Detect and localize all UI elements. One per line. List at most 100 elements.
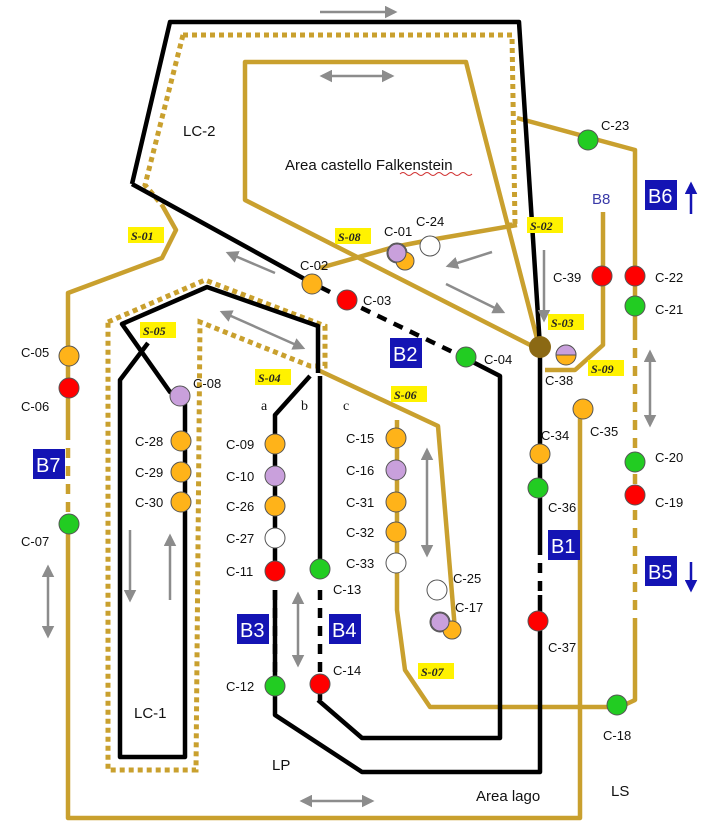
label-c39: C-39 bbox=[553, 270, 581, 285]
signal-s06: S-06 bbox=[391, 386, 427, 402]
circuit-c33[interactable] bbox=[385, 552, 407, 574]
circuit-c23[interactable] bbox=[577, 129, 599, 151]
signal-s04: S-04 bbox=[255, 369, 291, 385]
track-label-b: b bbox=[301, 399, 308, 414]
circuit-c25[interactable] bbox=[426, 579, 448, 601]
label-c07: C-07 bbox=[21, 534, 49, 549]
circuit-c16[interactable] bbox=[385, 459, 407, 481]
circuit-c26[interactable] bbox=[264, 495, 286, 517]
svg-text:S-06: S-06 bbox=[394, 388, 417, 402]
track-lc1 bbox=[117, 284, 321, 760]
circuit-c05[interactable] bbox=[58, 345, 80, 367]
svg-text:S-05: S-05 bbox=[143, 324, 166, 338]
circuit-c02[interactable] bbox=[301, 273, 323, 295]
circuit-overlays bbox=[387, 243, 462, 640]
circuit-c37[interactable] bbox=[527, 610, 549, 632]
circuit-c32[interactable] bbox=[385, 521, 407, 543]
track-s08-branch bbox=[319, 222, 518, 271]
svg-text:B6: B6 bbox=[648, 186, 672, 208]
label-c12: C-12 bbox=[226, 679, 254, 694]
svg-text:S-02: S-02 bbox=[530, 219, 553, 233]
circuit-c12[interactable] bbox=[264, 675, 286, 697]
block-b6: B6 bbox=[645, 180, 677, 210]
label-c01: C-01 bbox=[384, 224, 412, 239]
label-c08: C-08 bbox=[193, 376, 221, 391]
circuit-c09[interactable] bbox=[264, 433, 286, 455]
label-c03: C-03 bbox=[363, 293, 391, 308]
area-lc2: LC-2 bbox=[183, 123, 216, 140]
circuit-c24[interactable] bbox=[419, 235, 441, 257]
svg-text:B1: B1 bbox=[551, 536, 575, 558]
label-c21: C-21 bbox=[655, 302, 683, 317]
label-c29: C-29 bbox=[135, 465, 163, 480]
track-circuits bbox=[58, 129, 646, 716]
area-ls: LS bbox=[611, 783, 629, 800]
label-c16: C-16 bbox=[346, 463, 374, 478]
lc2-dotted-boundary bbox=[183, 32, 518, 228]
circuit-c21[interactable] bbox=[624, 295, 646, 317]
signal-labels: S-01 S-02 S-03 S-04 S-05 S-06 S-07 S-08 … bbox=[128, 217, 624, 679]
svg-text:B5: B5 bbox=[648, 562, 672, 584]
track-outer-bottom bbox=[65, 405, 583, 821]
secondary-tracks bbox=[65, 59, 638, 821]
circuit-c28[interactable] bbox=[170, 430, 192, 452]
signal-s02: S-02 bbox=[527, 217, 563, 233]
label-c23: C-23 bbox=[601, 118, 629, 133]
track-b2-dashed bbox=[344, 297, 464, 360]
signal-s09: S-09 bbox=[588, 360, 624, 376]
label-c15: C-15 bbox=[346, 431, 374, 446]
circuit-c03[interactable] bbox=[336, 289, 358, 311]
arrow-lc2-left bbox=[225, 251, 276, 275]
label-c38: C-38 bbox=[545, 373, 573, 388]
svg-text:S-04: S-04 bbox=[258, 371, 281, 385]
track-b8-branch bbox=[545, 212, 606, 373]
label-c25: C-25 bbox=[453, 571, 481, 586]
circuit-c10[interactable] bbox=[264, 465, 286, 487]
circuit-c14[interactable] bbox=[309, 673, 331, 695]
circuit-c04[interactable] bbox=[455, 346, 477, 368]
circuit-c30[interactable] bbox=[170, 491, 192, 513]
circuit-c36[interactable] bbox=[527, 477, 549, 499]
circuit-c11[interactable] bbox=[264, 560, 286, 582]
label-c33: C-33 bbox=[346, 556, 374, 571]
circuit-c22[interactable] bbox=[624, 265, 646, 287]
spellcheck-underline bbox=[399, 172, 473, 176]
svg-text:S-01: S-01 bbox=[131, 229, 154, 243]
signal-s03: S-03 bbox=[548, 314, 584, 330]
direction-arrows bbox=[41, 5, 657, 808]
circuit-c06[interactable] bbox=[58, 377, 80, 399]
circuit-half-violet bbox=[555, 344, 577, 356]
label-c30: C-30 bbox=[135, 495, 163, 510]
main-tracks bbox=[117, 19, 543, 775]
circuit-c20[interactable] bbox=[624, 451, 646, 473]
secondary-dashed-segments bbox=[65, 330, 638, 620]
track-c-inner bbox=[394, 420, 620, 710]
circuit-c08[interactable] bbox=[169, 385, 191, 407]
track-lc2-outer bbox=[129, 19, 543, 348]
label-c11: C-11 bbox=[226, 564, 253, 579]
label-c17: C-17 bbox=[455, 600, 483, 615]
circuit-c15[interactable] bbox=[385, 427, 407, 449]
circuit-c13[interactable] bbox=[309, 558, 331, 580]
block-b3: B3 bbox=[237, 614, 269, 644]
svg-text:S-09: S-09 bbox=[591, 362, 614, 376]
label-c13: C-13 bbox=[333, 582, 361, 597]
circuit-c35[interactable] bbox=[572, 398, 594, 420]
circuit-c19[interactable] bbox=[624, 484, 646, 506]
label-c19: C-19 bbox=[655, 495, 683, 510]
circuit-c01-top bbox=[387, 243, 407, 263]
arrow-s02-down bbox=[445, 282, 506, 314]
circuit-c27[interactable] bbox=[264, 527, 286, 549]
circuit-c34[interactable] bbox=[529, 443, 551, 465]
label-c10: C-10 bbox=[226, 469, 254, 484]
circuit-c31[interactable] bbox=[385, 491, 407, 513]
block-b1: B1 bbox=[548, 530, 580, 560]
lc1-dotted-boundary bbox=[105, 277, 328, 773]
main-dashed-segments bbox=[272, 297, 543, 680]
svg-text:B7: B7 bbox=[36, 455, 60, 477]
circuit-c17-top bbox=[430, 612, 450, 632]
circuit-c29[interactable] bbox=[170, 461, 192, 483]
circuit-c18[interactable] bbox=[606, 694, 628, 716]
circuit-c39[interactable] bbox=[591, 265, 613, 287]
circuit-c07[interactable] bbox=[58, 513, 80, 535]
